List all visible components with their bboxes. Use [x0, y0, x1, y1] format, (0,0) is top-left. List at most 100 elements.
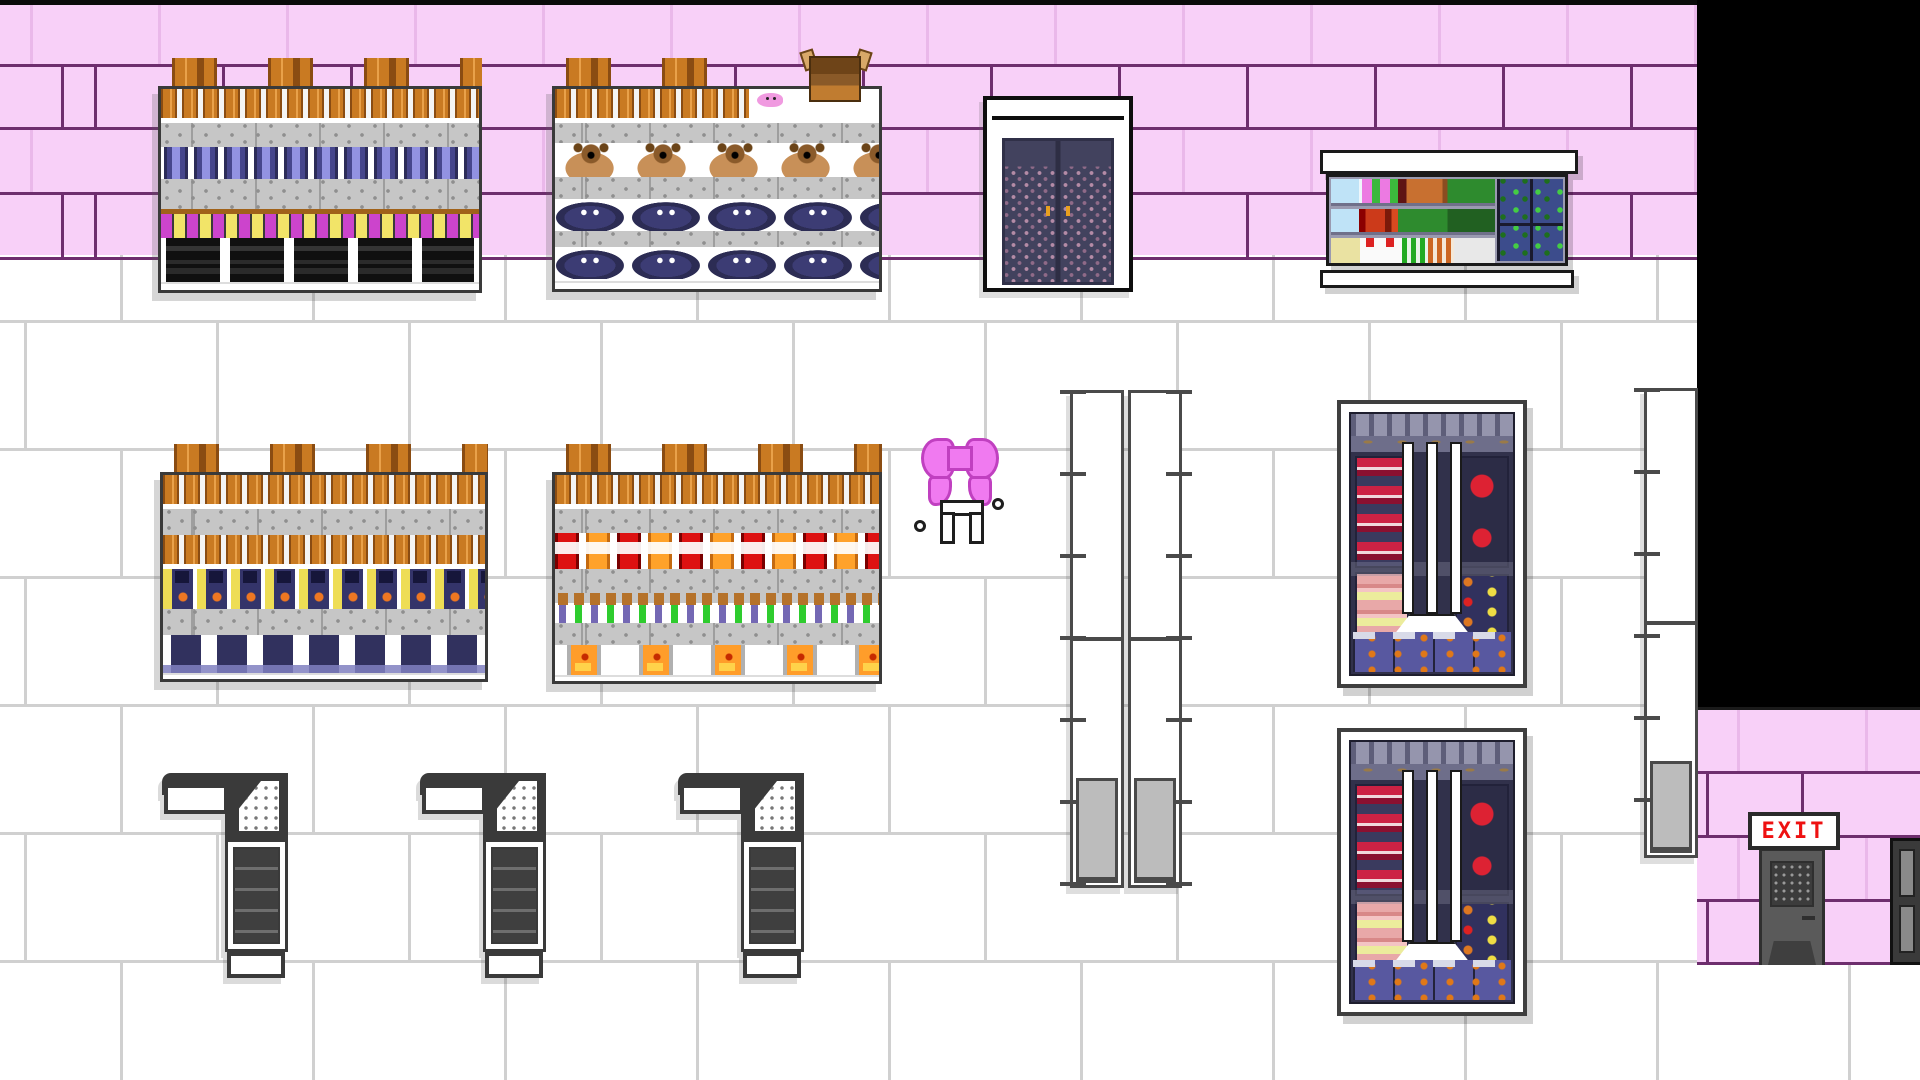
shelf-base — [555, 675, 879, 681]
cooler-base — [1320, 270, 1574, 288]
pegboard — [161, 179, 479, 209]
conveyor-belt — [483, 839, 546, 952]
counter-surface — [680, 784, 744, 814]
checkout-counter-2[interactable] — [420, 773, 546, 978]
pegboard — [555, 623, 879, 645]
gondola-divider — [1128, 637, 1182, 641]
meat-packs — [1355, 456, 1409, 568]
freezer-center-rack — [1390, 442, 1474, 640]
red-orange-box-row — [555, 533, 879, 569]
gondola-base — [1134, 778, 1176, 883]
doll-row — [163, 569, 485, 609]
bottle-row — [555, 89, 750, 123]
shelf-back-bottles — [158, 58, 482, 86]
teddy-bear-row — [555, 143, 879, 177]
floor-tiles — [0, 832, 1920, 960]
striped-pack-row — [161, 209, 479, 238]
deer-head-plush — [799, 48, 873, 104]
black-case-row — [161, 238, 479, 282]
cooler-canopy — [1320, 150, 1578, 174]
pink-mouse-plush — [757, 93, 784, 107]
gondola-base — [1076, 778, 1118, 883]
shelf-teddy-bears-and-plushes[interactable] — [552, 48, 882, 292]
pegboard — [161, 123, 479, 147]
pegboard — [555, 123, 879, 143]
navy-plush-row — [555, 247, 879, 281]
pegboard — [555, 231, 879, 247]
shelf-base — [161, 282, 479, 290]
shelf-rack — [160, 472, 488, 682]
sprite-leg — [969, 512, 984, 544]
door-handle-icon — [1802, 916, 1815, 920]
produce-cooler[interactable] — [1320, 150, 1578, 288]
door-window — [1770, 861, 1814, 907]
brick-row — [1697, 710, 1920, 774]
shelf-rack — [552, 472, 882, 684]
elevator[interactable] — [983, 96, 1133, 292]
shelf-rack — [552, 86, 882, 292]
shelf-red-orange-boxes-and-vials[interactable] — [552, 444, 882, 684]
freezer-interior — [1349, 412, 1515, 676]
counter-end-cap — [227, 952, 285, 978]
crab-packs — [1455, 784, 1509, 896]
cooler-body — [1326, 174, 1568, 266]
checkout-counter-3[interactable] — [678, 773, 804, 978]
shelf-back-bottles — [552, 58, 750, 86]
vial-row — [555, 593, 879, 623]
door-kick-plate — [1768, 941, 1816, 965]
gondola-side-right[interactable] — [1128, 390, 1192, 888]
counter-end-cap — [743, 952, 801, 978]
freezer-case-lower[interactable] — [1337, 728, 1527, 1016]
bow-knot-icon — [947, 446, 973, 471]
elevator-doors[interactable] — [1002, 138, 1114, 285]
conveyor-belt — [741, 839, 804, 952]
freezer-interior — [1349, 740, 1515, 1004]
pegboard — [555, 177, 879, 199]
freezer-top-shelf — [1351, 742, 1513, 764]
bottle-row — [163, 535, 485, 569]
orange-item-row — [555, 645, 879, 675]
floor-tiles — [0, 960, 1920, 1080]
counter-end-cap — [485, 952, 543, 978]
pink-bow-sprite[interactable] — [914, 434, 1004, 550]
produce-row — [1331, 179, 1495, 206]
gondola-base — [1650, 761, 1692, 853]
shelf-back-bottles — [160, 444, 488, 472]
shelf-rack — [158, 86, 482, 293]
shelf-orange-bottles-and-dolls[interactable] — [160, 444, 488, 682]
shelf-blue-packets-and-cases[interactable] — [158, 58, 482, 293]
blue-packet-row — [161, 147, 479, 179]
door-slot — [1899, 905, 1915, 953]
shelf-base — [163, 673, 485, 679]
counter-surface — [422, 784, 486, 814]
pegboard — [555, 569, 879, 593]
checkout-counter-1[interactable] — [162, 773, 288, 978]
pegboard — [163, 509, 485, 535]
register-screen — [497, 781, 537, 831]
bottle-row — [161, 89, 479, 123]
shelf-base — [555, 281, 879, 289]
freezer-case-upper[interactable] — [1337, 400, 1527, 688]
conveyor-belt — [225, 839, 288, 952]
edge-door-partial[interactable] — [1890, 838, 1920, 965]
black-void — [1697, 0, 1920, 707]
produce-row — [1331, 209, 1495, 235]
navy-boot-row — [163, 635, 485, 673]
pegboard — [163, 609, 485, 635]
floor-tiles — [0, 704, 1920, 832]
gondola-side-left[interactable] — [1060, 390, 1124, 888]
gondola-divider — [1070, 637, 1124, 641]
navy-plush-row — [555, 199, 879, 231]
meat-packs — [1355, 784, 1409, 896]
bottle-row — [163, 475, 485, 509]
gondola-side-far-right[interactable] — [1634, 388, 1698, 858]
sprite-hand — [914, 520, 926, 532]
freezer-bag-row — [1353, 632, 1511, 672]
exit-door[interactable] — [1759, 848, 1825, 965]
freezer-bag-row — [1353, 960, 1511, 1000]
produce-crates — [1497, 179, 1563, 261]
counter-surface — [164, 784, 228, 814]
shelf-back-bottles — [552, 444, 882, 472]
deer-head — [809, 56, 861, 102]
